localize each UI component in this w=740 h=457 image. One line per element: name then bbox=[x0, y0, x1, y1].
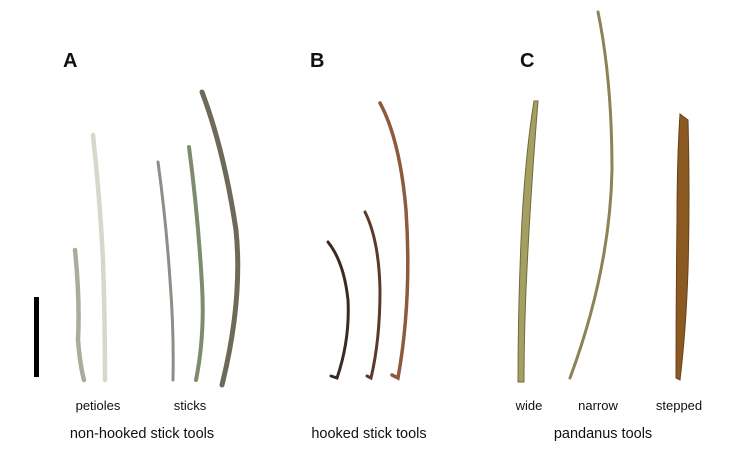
label-wide: wide bbox=[515, 398, 543, 413]
stick-tool-long bbox=[199, 89, 241, 388]
panel-letter-b: B bbox=[310, 50, 325, 72]
label-stepped: stepped bbox=[655, 398, 703, 413]
hooked-stick-tool-short bbox=[326, 240, 350, 380]
group-label-non-hooked: non-hooked stick tools bbox=[69, 426, 215, 442]
scale-bar bbox=[34, 297, 39, 377]
hooked-stick-tool-long bbox=[378, 101, 410, 381]
petiole-tool-short bbox=[72, 247, 87, 383]
label-sticks: sticks bbox=[173, 398, 207, 413]
label-narrow: narrow bbox=[578, 398, 618, 413]
label-petioles: petioles bbox=[75, 398, 121, 413]
stick-tool-medium bbox=[187, 145, 205, 382]
pandanus-tool-narrow bbox=[568, 10, 614, 380]
stick-tool-thin bbox=[156, 160, 175, 382]
panel-letter-a: A bbox=[63, 50, 78, 72]
group-label-pandanus: pandanus tools bbox=[553, 426, 653, 442]
hooked-stick-tool-medium bbox=[363, 210, 382, 381]
pandanus-tool-stepped bbox=[675, 113, 690, 381]
petiole-tool-long bbox=[90, 132, 108, 383]
group-label-hooked: hooked stick tools bbox=[311, 426, 427, 442]
panel-letter-c: C bbox=[520, 50, 535, 72]
pandanus-tool-wide bbox=[517, 100, 539, 383]
